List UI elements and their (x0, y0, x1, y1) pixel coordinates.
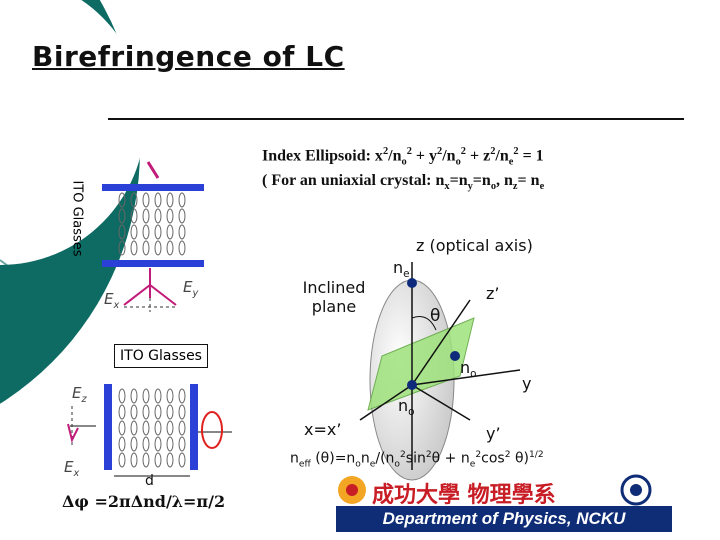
y-axis-label: y (522, 374, 532, 393)
neff-formula: neff (θ)=none/(no2sin2θ + ne2cos2 θ)1/2 (290, 450, 544, 470)
ncku-cjk-logo-text: 成功大學 物理學系 (372, 483, 556, 508)
index-ellipsoid (359, 262, 521, 481)
ito-glasses-box: ITO Glasses (114, 344, 208, 368)
lc-cell-bottom (67, 384, 232, 477)
y-prime-label: y’ (486, 424, 501, 443)
no-bottom-label: no (398, 396, 415, 419)
index-ellipsoid-formula: Index Ellipsoid: x2/no2 + y2/no2 + z2/ne… (262, 146, 544, 168)
department-footer: Department of Physics, NCKU (336, 506, 672, 532)
no-right-label: no (460, 358, 477, 381)
ex-label-top: Ex (104, 290, 120, 311)
inclined-plane-shape (367, 317, 475, 411)
x-axis-label: x=x’ (304, 420, 342, 439)
ex-label-bottom: Ex (64, 458, 80, 479)
white-circle (0, 0, 145, 265)
title-rule (108, 118, 684, 120)
ito-glass-bottom-plate (102, 260, 204, 267)
ez-label: Ez (72, 384, 87, 405)
phase-retardation-formula: Δφ =2πΔnd/λ=π/2 (62, 492, 226, 511)
ne-label: ne (393, 258, 410, 281)
ito-glass-top-plate (102, 184, 204, 191)
light-in-arrow (146, 161, 160, 179)
no-point-right (450, 351, 460, 361)
ne-point (407, 278, 417, 288)
polarization-arrows (123, 283, 177, 306)
circular-polarization-icon (201, 411, 223, 449)
uniaxial-formula: ( For an uniaxial crystal: nx=ny=no, nz=… (262, 172, 545, 193)
origin-point (407, 380, 417, 390)
ncku-logo (338, 474, 652, 506)
ito-glasses-vertical-label: ITO Glasses (69, 179, 85, 257)
ito-glass-right-plate (190, 384, 198, 470)
lc-cell-top (102, 161, 204, 312)
ito-glass-left-plate (104, 384, 112, 470)
theta-label: θ (430, 306, 441, 326)
z-axis-label: z (optical axis) (416, 236, 533, 255)
slide-title: Birefringence of LC (32, 40, 345, 73)
thickness-label: d (145, 473, 154, 489)
ey-label-top: Ey (183, 278, 199, 299)
z-prime-label: z’ (486, 284, 500, 303)
